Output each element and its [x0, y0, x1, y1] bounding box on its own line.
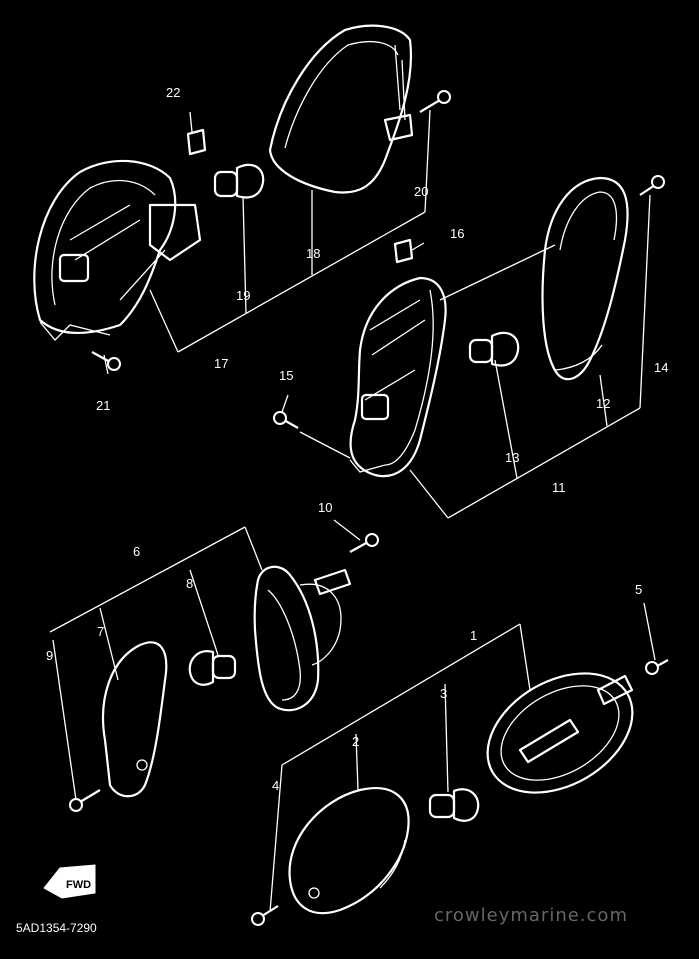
callout-9: 9	[46, 648, 53, 663]
screw-14	[639, 175, 665, 196]
lens-12	[541, 176, 629, 381]
callout-15: 15	[279, 368, 293, 383]
bulb-3	[428, 788, 480, 822]
callout-19: 19	[236, 288, 250, 303]
bulb-19	[213, 163, 265, 199]
clip-16	[393, 238, 414, 264]
callout-12: 12	[596, 396, 610, 411]
lamp-housing-11	[349, 276, 447, 478]
screw-10	[349, 533, 379, 553]
callout-10: 10	[318, 500, 332, 515]
callout-7: 7	[97, 624, 104, 639]
screw-5	[645, 659, 669, 675]
fwd-arrow-icon: FWD	[43, 864, 96, 899]
screw-9	[69, 789, 101, 812]
callout-5: 5	[635, 582, 642, 597]
callout-18: 18	[306, 246, 320, 261]
callout-21: 21	[96, 398, 110, 413]
lamp-body-1	[486, 672, 634, 794]
callouts: 1 2 3 4 5 6 7 8 9 10 11 12 13 14 15 16 1…	[46, 85, 668, 793]
bulb-8	[188, 650, 237, 686]
callout-13: 13	[505, 450, 519, 465]
fwd-label: FWD	[66, 879, 91, 891]
callout-14: 14	[654, 360, 668, 375]
watermark: crowleymarine.com	[434, 905, 628, 926]
callout-2: 2	[352, 734, 359, 749]
callout-17: 17	[214, 356, 228, 371]
leader-lines	[49, 109, 656, 913]
bulb-13	[468, 331, 520, 367]
screw-20	[419, 90, 451, 113]
clip-22	[186, 128, 207, 156]
callout-22: 22	[166, 85, 180, 100]
lens-2	[288, 787, 410, 915]
lamp-housing-17	[33, 159, 202, 341]
screw-21	[91, 351, 121, 371]
callout-8: 8	[186, 576, 193, 591]
callout-11: 11	[552, 480, 566, 495]
lamp-body-6	[253, 565, 352, 712]
lens-7	[101, 641, 168, 798]
callout-4: 4	[272, 778, 279, 793]
screw-15	[273, 411, 299, 429]
callout-6: 6	[133, 544, 140, 559]
callout-1: 1	[470, 628, 477, 643]
screw-4	[251, 905, 279, 926]
callout-3: 3	[440, 686, 447, 701]
lens-18	[268, 24, 414, 194]
callout-16: 16	[450, 226, 464, 241]
callout-20: 20	[414, 184, 428, 199]
part-code: 5AD1354-7290	[16, 921, 97, 935]
